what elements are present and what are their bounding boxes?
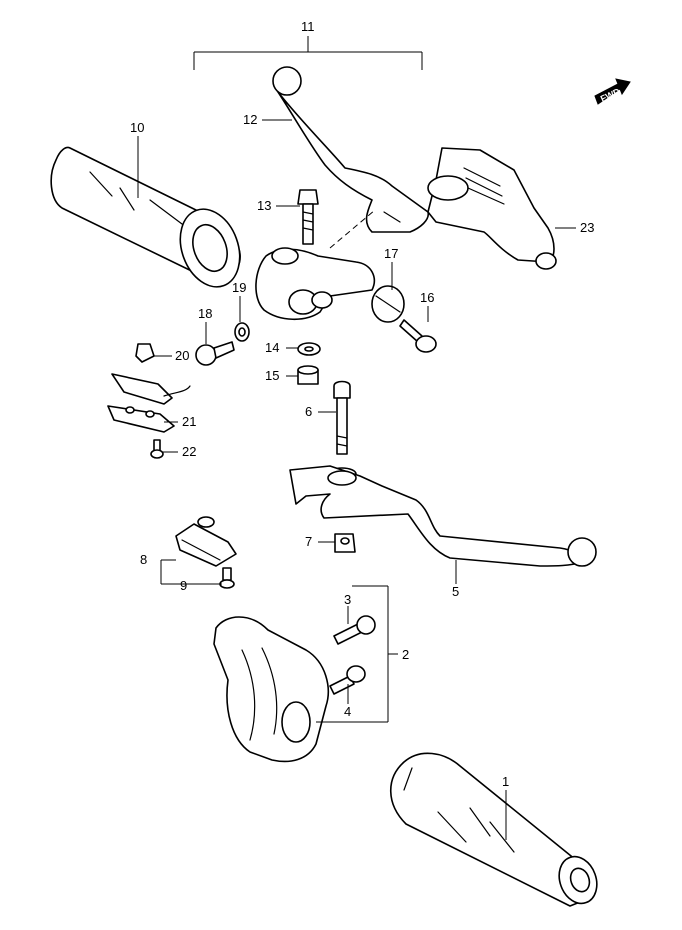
- callout-19: 19: [232, 280, 246, 295]
- screw-4-part: [329, 665, 366, 695]
- switch-8-part: [175, 516, 237, 567]
- bolt-6-part: [327, 380, 357, 481]
- callout-14: 14: [265, 340, 279, 355]
- screw-3-part: [333, 615, 376, 645]
- washer-19-part: [234, 322, 250, 342]
- lever-holder-part: [255, 209, 376, 321]
- callout-9: 9: [180, 578, 187, 593]
- fwd-arrow-icon: FWD: [594, 78, 631, 105]
- leader-lines: [137, 119, 576, 840]
- callout-13: 13: [257, 198, 271, 213]
- callout-6: 6: [305, 404, 312, 419]
- callout-22: 22: [182, 444, 196, 459]
- callout-23: 23: [580, 220, 594, 235]
- callout-16: 16: [420, 290, 434, 305]
- callout-10: 10: [130, 120, 144, 135]
- callout-12: 12: [243, 112, 257, 127]
- callout-17: 17: [384, 246, 398, 261]
- callout-15: 15: [265, 368, 279, 383]
- washer-14-part: [297, 342, 321, 356]
- callout-3: 3: [344, 592, 351, 607]
- screw-22-part: [150, 439, 164, 459]
- bracket-11: [193, 36, 423, 70]
- callout-1: 1: [502, 774, 509, 789]
- bolt-16-part: [399, 319, 437, 353]
- cable-holder-21-part: [107, 373, 191, 433]
- switch-housing-23-part: [427, 147, 557, 270]
- screw-9-part: [219, 567, 235, 589]
- callout-20: 20: [175, 348, 189, 363]
- callout-18: 18: [198, 306, 212, 321]
- knob-17-part: [371, 285, 405, 323]
- screw-18-part: [195, 341, 235, 366]
- callout-labels: 11 10 12 13 23 17 16 19 18 14 15 20 21 2…: [130, 19, 594, 789]
- lever-5-part: [289, 465, 597, 567]
- lever-12-part: [272, 66, 430, 233]
- callout-4: 4: [344, 704, 351, 719]
- callout-21: 21: [182, 414, 196, 429]
- callout-5: 5: [452, 584, 459, 599]
- callout-2: 2: [402, 647, 409, 662]
- bolt-13-part: [297, 189, 319, 245]
- callout-8: 8: [140, 552, 147, 567]
- clip-20-part: [135, 343, 155, 363]
- nut-7-part: [334, 533, 356, 553]
- throttle-housing-2-part: [213, 616, 329, 763]
- nut-15-part: [297, 365, 319, 385]
- callout-7: 7: [305, 534, 312, 549]
- callout-11: 11: [301, 19, 315, 34]
- grip-right-part: [390, 752, 598, 907]
- grip-left-part: [50, 146, 241, 288]
